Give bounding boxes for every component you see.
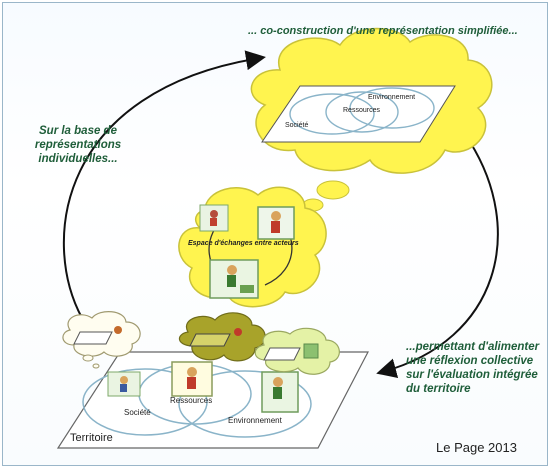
arrow-right-down xyxy=(376,141,499,378)
left-caption-line-1: Sur la base de xyxy=(39,125,117,137)
middle-thought-cloud xyxy=(178,186,327,308)
venn-environnement-bottom xyxy=(178,370,312,438)
right-caption-line-4: du territoire xyxy=(406,383,471,395)
right-caption-line-3: sur l'évaluation intégrée xyxy=(406,369,538,381)
territory-label-environnement: Environnement xyxy=(228,416,282,425)
top-caption: ... co-construction d'une représentation… xyxy=(248,25,518,37)
top-thought-cloud xyxy=(250,27,493,220)
top-plane xyxy=(261,85,456,143)
right-caption: ...permettant d'alimenter une réflexion … xyxy=(406,340,546,396)
venn-societe-top xyxy=(289,93,375,135)
small-cloud-center xyxy=(178,312,266,362)
territory-label-societe: Société xyxy=(124,408,151,417)
top-label-societe: Société xyxy=(285,122,309,129)
venn-environnement-top xyxy=(349,87,435,129)
right-caption-line-1: ...permettant d'alimenter xyxy=(406,341,540,353)
small-cloud-left xyxy=(62,311,141,369)
top-label-environnement: Environnement xyxy=(368,94,416,101)
territory-label-ressources: Ressources xyxy=(170,396,213,405)
small-cloud-right xyxy=(254,327,340,375)
left-caption-line-3: individuelles... xyxy=(38,153,118,165)
middle-cloud-label: Espace d'échanges entre acteurs xyxy=(188,240,299,247)
venn-societe-bottom xyxy=(82,368,208,436)
territory-label: Territoire xyxy=(70,432,113,444)
arrow-left-up xyxy=(62,50,266,319)
right-caption-line-2: une réflexion collective xyxy=(406,355,534,367)
credit-text: Le Page 2013 xyxy=(436,440,517,455)
venn-ressources-top xyxy=(325,91,399,133)
top-label-ressources: Ressources xyxy=(343,107,380,114)
left-caption: Sur la base de représentations individue… xyxy=(22,124,134,166)
left-caption-line-2: représentations xyxy=(34,139,122,151)
